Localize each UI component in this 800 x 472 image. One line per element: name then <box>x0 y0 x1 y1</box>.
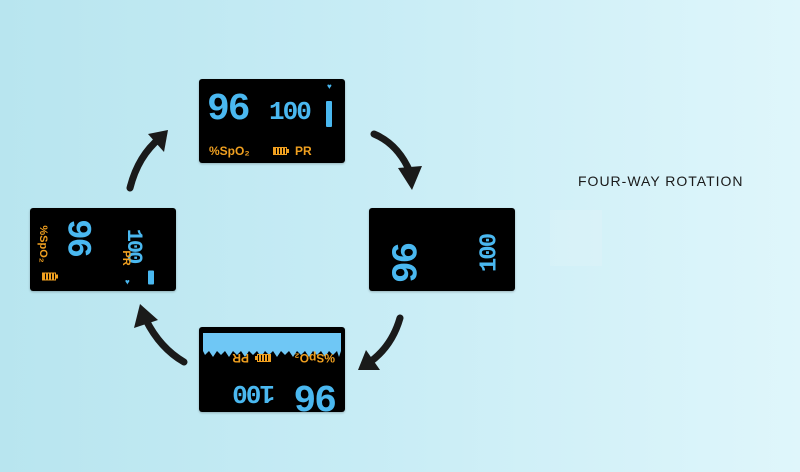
pr-value-rotated: 100 <box>476 234 504 272</box>
oximeter-screen-top: 96 100 ♥ %SpO₂ PR <box>199 79 345 163</box>
oximeter-screen-right: 96 100 <box>369 208 515 291</box>
pr-label: PR <box>295 144 312 158</box>
oximeter-screen-left: 96 100 %SpO₂ PR ♥ <box>30 208 176 291</box>
spo2-label-left: %SpO₂ <box>37 224 50 263</box>
pulse-bar-left <box>148 270 154 284</box>
pleth-waveform <box>203 333 341 357</box>
battery-icon-left <box>42 272 58 280</box>
arrow-top-to-right-icon <box>370 130 422 190</box>
background-square <box>550 210 602 266</box>
arrow-bottom-to-left-icon <box>134 304 188 366</box>
spo2-label-bottom: %SpO₂ <box>294 350 335 365</box>
spo2-value-left: 96 <box>57 218 96 256</box>
pr-label-left: PR <box>120 249 133 266</box>
pulse-bar <box>326 101 332 127</box>
feature-caption: FOUR-WAY ROTATION <box>578 173 744 189</box>
oximeter-screen-bottom: 96 100 %SpO₂ PR ♥ <box>199 327 345 412</box>
battery-icon-bottom <box>257 353 271 362</box>
pr-value: 100 <box>269 97 312 127</box>
spo2-label: %SpO₂ <box>209 144 250 158</box>
heart-icon-left: ♥ <box>125 277 130 286</box>
arrow-left-to-top-icon <box>126 130 168 192</box>
spo2-value-bottom: 96 <box>295 373 337 413</box>
heart-icon: ♥ <box>327 82 332 91</box>
pr-value-bottom: 100 <box>234 377 275 408</box>
arrow-right-to-bottom-icon <box>358 314 404 370</box>
spo2-value-rotated: 96 <box>386 243 428 283</box>
spo2-value: 96 <box>207 88 251 131</box>
pr-label-bottom: PR <box>232 350 249 365</box>
battery-icon <box>273 147 289 155</box>
